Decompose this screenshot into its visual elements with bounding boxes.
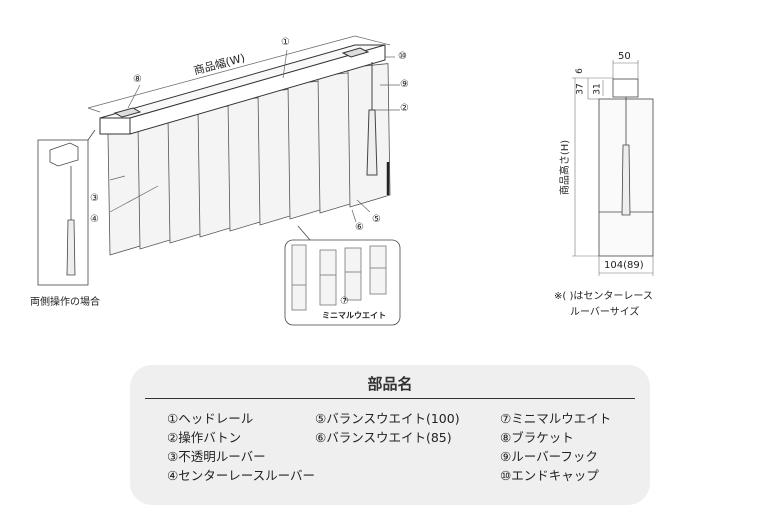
parts-list-panel: 部品名 ①ヘッドレール ②操作バトン ③不透明ルーバー ④センターレースルーバー… xyxy=(130,365,650,505)
louvers xyxy=(107,63,391,256)
part-item: ⑦ミニマルウエイト xyxy=(500,411,612,426)
bracket-right xyxy=(341,47,370,58)
part-item: ①ヘッドレール xyxy=(167,411,254,426)
callout-6: ⑥ xyxy=(355,222,364,233)
callout-10: ⑩ xyxy=(398,51,407,62)
part-item: ⑤バランスウエイト(100) xyxy=(315,411,460,426)
inset-caption: 両側操作の場合 xyxy=(30,297,100,308)
callout-3: ③ xyxy=(90,193,99,204)
part-item: ②操作バトン xyxy=(167,430,242,445)
inset-double-operation xyxy=(37,129,96,286)
part-item: ⑥バランスウエイト(85) xyxy=(315,430,452,445)
dim-height: 商品高さ(H) xyxy=(560,139,572,196)
width-dimension xyxy=(87,35,400,223)
parts-title: 部品名 xyxy=(367,375,413,393)
part-item: ⑧ブラケット xyxy=(500,430,574,445)
note-line2: ルーバーサイズ xyxy=(570,307,640,318)
dim-6: 6 xyxy=(574,68,585,74)
part-item: ⑩エンドキャップ xyxy=(500,468,599,483)
callout-2: ② xyxy=(400,103,409,114)
dim-37: 37 xyxy=(575,83,586,95)
bracket-left xyxy=(113,107,142,118)
callout-8: ⑧ xyxy=(133,74,142,85)
head-rail xyxy=(99,44,386,135)
part-item: ⑨ルーバーフック xyxy=(500,449,598,464)
dim-31: 31 xyxy=(592,83,603,95)
callout-5: ⑤ xyxy=(372,214,381,225)
dim-50: 50 xyxy=(618,51,631,62)
callout-9: ⑨ xyxy=(400,79,409,90)
part-item: ④センターレースルーバー xyxy=(167,468,315,483)
operating-wand xyxy=(366,62,378,176)
detail-minimal-weight xyxy=(284,225,401,326)
callout-7: ⑦ xyxy=(340,296,349,307)
divider xyxy=(145,398,635,399)
detail-caption: ミニマルウエイト xyxy=(322,311,386,320)
note-line1: ※( )はセンターレース xyxy=(554,291,653,302)
part-item: ③不透明ルーバー xyxy=(167,449,266,464)
side-view xyxy=(572,60,654,276)
callout-4: ④ xyxy=(90,214,99,225)
callout-1: ① xyxy=(281,37,290,48)
dim-104: 104(89) xyxy=(604,260,644,271)
